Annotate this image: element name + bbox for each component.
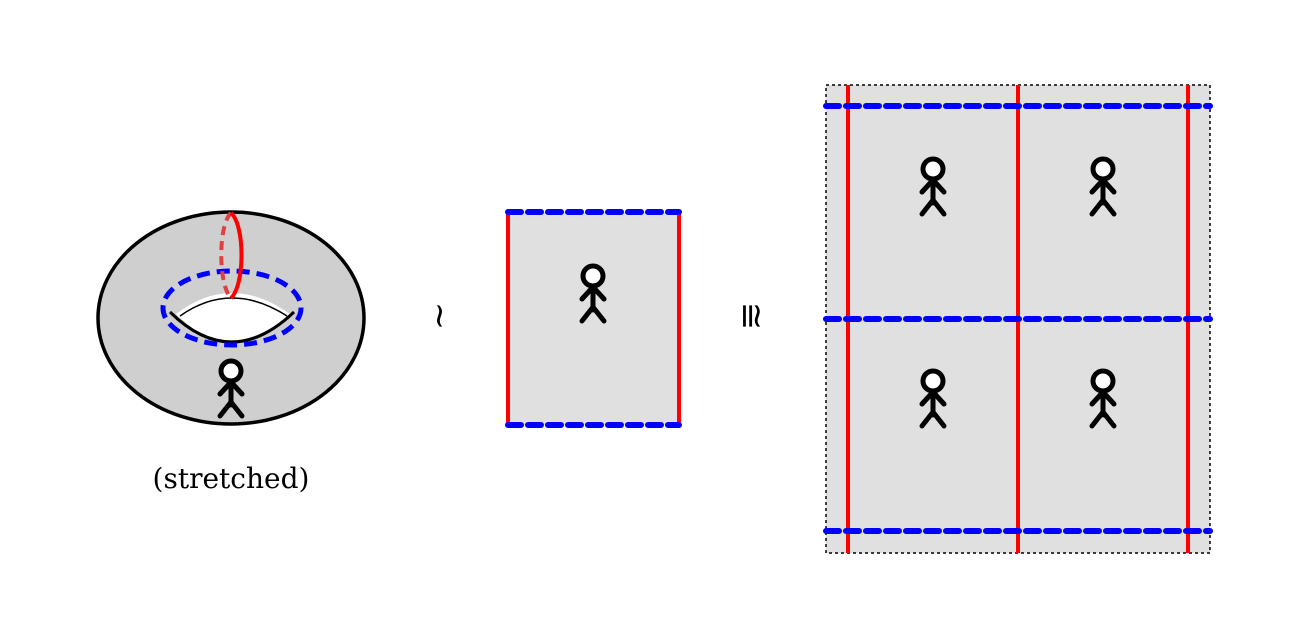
torus-hole <box>176 293 290 342</box>
covering-grid <box>823 84 1213 554</box>
homotopy-symbol: ~ <box>420 302 460 331</box>
torus-red-loop-hidden <box>219 211 233 300</box>
isomorphism-symbol: ≅ <box>731 302 771 331</box>
torus-hole-lower-edge <box>168 310 296 344</box>
torus <box>96 210 366 426</box>
torus-caption: (stretched) <box>153 462 310 495</box>
fundamental-square <box>505 209 682 428</box>
square-fill <box>508 212 679 425</box>
torus-blue-loop <box>160 268 304 348</box>
torus-red-loop-visible <box>229 211 244 300</box>
